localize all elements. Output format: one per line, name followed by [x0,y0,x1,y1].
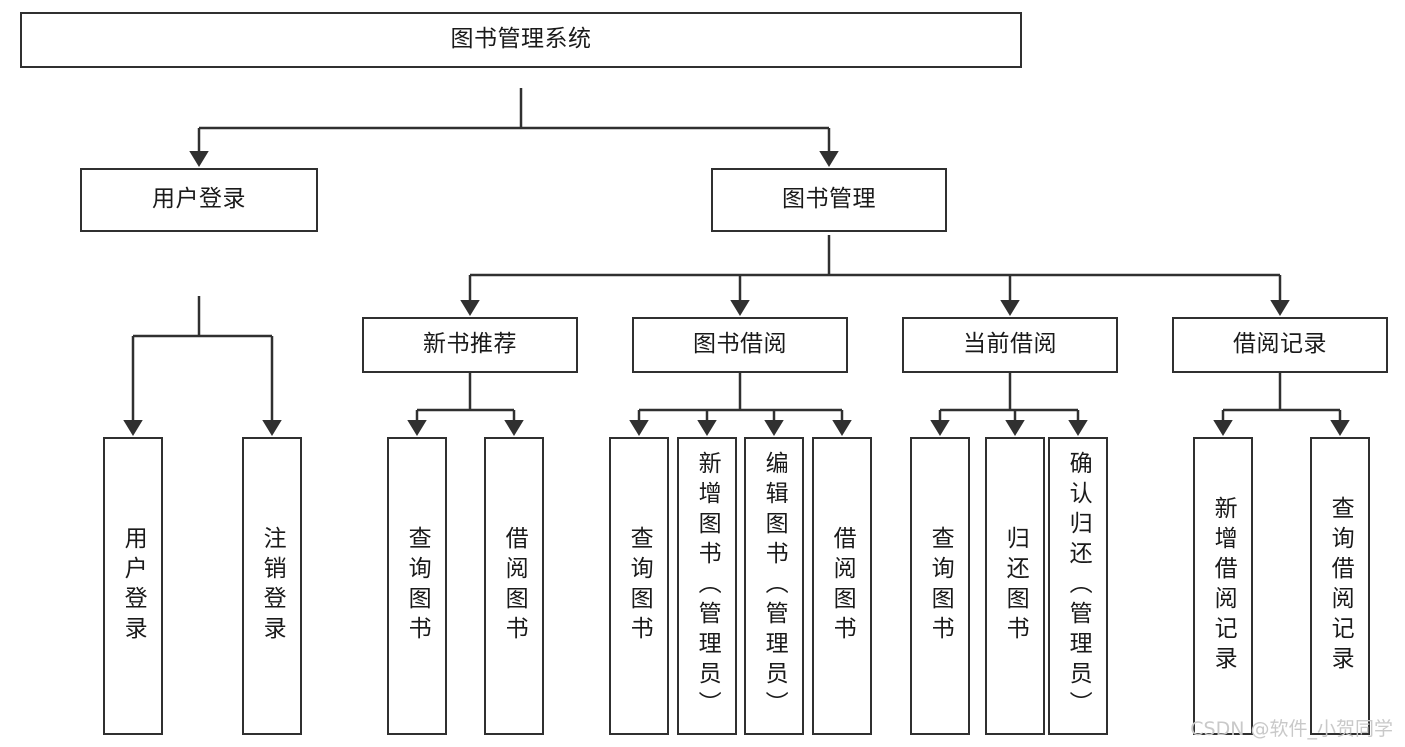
node-label: 查询图书 [626,526,653,646]
node-book-borrow[interactable]: 图书借阅 [632,317,848,373]
node-leaf-user-login[interactable]: 用户登录 [103,437,163,735]
node-leaf-add-book[interactable]: 新增图书（管理员） [677,437,737,735]
node-leaf-return[interactable]: 归还图书 [985,437,1045,735]
watermark-label: CSDN @软件_小贺同学 [1190,718,1393,740]
node-label: 图书管理系统 [450,26,592,53]
node-label: 新增图书（管理员） [694,451,721,721]
node-label: 借阅图书 [829,526,856,646]
node-leaf-edit-book[interactable]: 编辑图书（管理员） [744,437,804,735]
node-leaf-query-2[interactable]: 查询图书 [609,437,669,735]
node-root[interactable]: 图书管理系统 [20,12,1022,68]
node-label: 用户登录 [152,186,246,213]
node-label: 借阅图书 [501,526,528,646]
node-user-login[interactable]: 用户登录 [80,168,318,232]
node-label: 图书管理 [782,186,876,213]
node-leaf-confirm[interactable]: 确认归还（管理员） [1048,437,1108,735]
node-label: 查询图书 [927,526,954,646]
node-label: 当前借阅 [963,331,1057,358]
node-label: 归还图书 [1002,526,1029,646]
node-leaf-borrow-1[interactable]: 借阅图书 [484,437,544,735]
node-label: 确认归还（管理员） [1065,451,1092,721]
node-leaf-query-rec[interactable]: 查询借阅记录 [1310,437,1370,735]
node-current-borrow[interactable]: 当前借阅 [902,317,1118,373]
node-label: 用户登录 [120,526,147,646]
node-label: 新增借阅记录 [1210,496,1237,676]
node-leaf-logout[interactable]: 注销登录 [242,437,302,735]
node-leaf-borrow-2[interactable]: 借阅图书 [812,437,872,735]
node-label: 查询借阅记录 [1327,496,1354,676]
node-borrow-record[interactable]: 借阅记录 [1172,317,1388,373]
node-book-manage[interactable]: 图书管理 [711,168,947,232]
node-label: 注销登录 [259,526,286,646]
node-label: 图书借阅 [693,331,787,358]
node-label: 新书推荐 [423,331,517,358]
node-label: 编辑图书（管理员） [761,451,788,721]
node-label: 查询图书 [404,526,431,646]
node-leaf-query-1[interactable]: 查询图书 [387,437,447,735]
node-leaf-add-rec[interactable]: 新增借阅记录 [1193,437,1253,735]
node-new-book-rec[interactable]: 新书推荐 [362,317,578,373]
node-label: 借阅记录 [1233,331,1327,358]
node-leaf-query-3[interactable]: 查询图书 [910,437,970,735]
